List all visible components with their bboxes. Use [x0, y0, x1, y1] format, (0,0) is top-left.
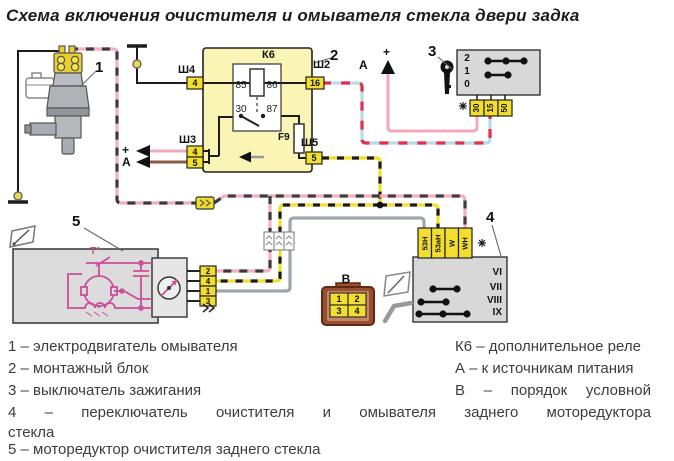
thermo-contact	[95, 256, 111, 267]
wiper-switch-contacts	[415, 285, 471, 318]
switch-pin-w: W	[447, 239, 457, 247]
relay-coil	[249, 68, 265, 97]
sh5-pin-5: 5	[311, 153, 317, 163]
legend-a: А – к источникам питания	[455, 360, 634, 377]
washer-pump	[24, 45, 90, 155]
ignition-pos-2: 2	[464, 53, 470, 64]
motor-circuit	[67, 256, 152, 317]
rear-wiper-icon	[9, 225, 36, 248]
sh2-pin-16: 16	[309, 78, 320, 88]
motor-stator	[67, 273, 82, 309]
connector-b	[321, 282, 375, 326]
connector-b-cell-3: 3	[336, 306, 342, 316]
legend-3: 3 – выключатель зажигания	[8, 382, 202, 399]
motor-ground-chevrons	[202, 303, 216, 313]
motor-pin-2: 2	[205, 267, 211, 276]
legend-2: 2 – монтажный блок	[8, 360, 149, 377]
motor-pin-1: 1	[205, 287, 211, 296]
relay-k6-label: К6	[262, 49, 275, 61]
relay-87: 87	[266, 104, 278, 115]
triple-inline-connector	[263, 231, 295, 251]
thermo-label: Т°	[90, 246, 101, 257]
block-ground-wire	[136, 47, 187, 84]
legend-5: 5 – моторедуктор очистителя заднего стек…	[8, 441, 321, 458]
sh2-label: Ш2	[313, 59, 331, 71]
sh3-pin-5: 5	[192, 158, 198, 168]
pump-ground-wire	[17, 50, 62, 191]
ignition-switch-box	[456, 49, 541, 96]
rear-window-icon	[383, 271, 411, 297]
ignition-pin-30: 30	[472, 103, 481, 113]
switch-pin-53an: 53аН	[433, 234, 443, 252]
ground-wires	[8, 44, 187, 204]
legend-1: 1 – электродвигатель омывателя	[8, 338, 238, 355]
plus-symbol-left: +	[122, 143, 130, 157]
label-item-3: 3	[428, 43, 437, 60]
arrow-plus-left	[136, 145, 150, 157]
arrow-power-up	[381, 60, 395, 74]
wire-washer-dash	[70, 47, 467, 273]
label-item-5: 5	[72, 213, 81, 230]
ignition-pins	[469, 99, 513, 117]
relay-86: 86	[266, 80, 278, 91]
fuse-f9	[293, 123, 305, 154]
legend-4-wrap: стекла	[8, 424, 55, 441]
motor-pin-3: 3	[205, 297, 211, 306]
switch-pin-53n: 53Н	[420, 236, 430, 250]
ignition-contacts	[476, 57, 528, 100]
inline-connector	[195, 196, 215, 210]
legend-4: 4 – переключатель очистителя и омывателя…	[8, 404, 651, 421]
motor-pin-4: 4	[205, 277, 211, 286]
ignition-pos-1: 1	[464, 66, 470, 77]
plus-symbol-top: +	[383, 45, 391, 59]
sh4-label: Ш4	[178, 64, 196, 76]
label-item-1: 1	[95, 59, 104, 76]
ignition-pin-50: 50	[500, 103, 509, 113]
wiper-switch-pins	[417, 227, 473, 259]
page-title: Схема включения очистителя и омывателя с…	[6, 6, 580, 25]
sh3-pin-4: 4	[192, 147, 198, 157]
body-point-dot-2	[132, 59, 142, 69]
sh5-label: Ш5	[301, 137, 319, 149]
arrow-a-left	[136, 156, 150, 168]
connector-b-cell-1: 1	[336, 294, 342, 304]
legend-k6: К6 – дополнительное реле	[455, 338, 641, 355]
switch-pos-ix: IX	[492, 307, 502, 318]
fuse-label: F9	[278, 132, 290, 143]
connector-marker-icon-2	[478, 239, 486, 247]
switch-pos-vi: VI	[492, 267, 502, 278]
wiper-arm-icon	[382, 300, 414, 324]
junction-dot	[376, 201, 384, 209]
a-symbol-left: А	[122, 155, 131, 169]
motor-pin-stubs	[187, 270, 200, 302]
relay-85: 85	[235, 80, 247, 91]
connector-b-cell-2: 2	[354, 294, 360, 304]
ignition-pos-0: 0	[464, 79, 470, 90]
legend-b: В – порядок условной	[455, 382, 651, 399]
block-pins	[186, 76, 325, 169]
a-symbol-top: А	[359, 58, 368, 72]
washer-reservoir-icon	[25, 72, 55, 99]
switch-pos-viii: VIII	[486, 295, 502, 306]
label-item-4: 4	[486, 209, 495, 226]
sh3-label: Ш3	[179, 134, 197, 146]
relay-30: 30	[235, 104, 247, 115]
connector-b-cell-4: 4	[354, 306, 360, 316]
key-icon	[440, 60, 454, 94]
wire-blue-red-dash	[322, 81, 492, 145]
sh4-pin: 4	[192, 78, 198, 88]
body-point-dot	[13, 191, 23, 201]
label-item-2: 2	[330, 47, 339, 64]
cam-switch	[157, 276, 181, 300]
connector-b-label: В	[341, 272, 351, 286]
connector-marker-icon	[459, 102, 467, 110]
block-branch-arrow-icon	[239, 151, 264, 163]
switch-pos-vii: VII	[489, 282, 502, 293]
ignition-pin-15: 15	[486, 103, 495, 113]
wire-gray	[216, 216, 426, 293]
switch-pin-wn: WН	[460, 236, 470, 250]
wire-ignition-pink	[386, 72, 479, 133]
pointer-lines	[79, 56, 502, 257]
